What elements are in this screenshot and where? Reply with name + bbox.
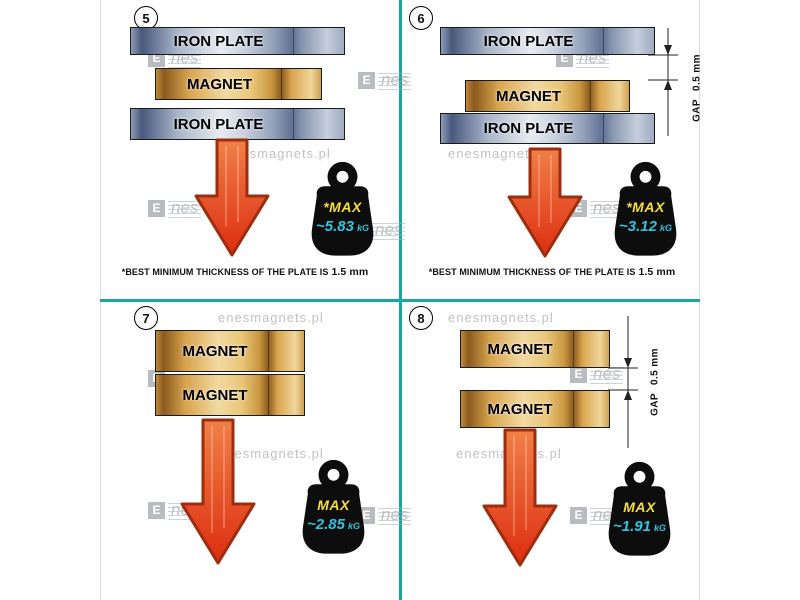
quadrant-5-number-label: 5 [142, 10, 150, 26]
enes-logo-nes: nes [378, 505, 412, 525]
q5-iron-plate-bottom-label: IRON PLATE [173, 115, 264, 133]
q5-footnote-text: *BEST MINIMUM THICKNESS OF THE PLATE IS [121, 267, 329, 277]
horizontal-divider [100, 299, 700, 302]
q6-max-label: *MAX [626, 198, 665, 215]
q6-magnet: MAGNET [465, 80, 630, 112]
q8-kettlebell-shape [608, 461, 671, 556]
enes-logo-nes: nes [168, 198, 202, 218]
q5-value: ~5.83 [316, 218, 354, 236]
enes-logo-nes: nes [378, 70, 412, 90]
q6-footnote-bold: 1.5 mm [638, 266, 676, 278]
watermark-text: enesmagnets.pl [448, 146, 554, 161]
q8-magnet-bottom-label: MAGNET [487, 400, 553, 418]
q5-unit: kG [356, 223, 369, 234]
watermark-text: enesmagnets.pl [218, 446, 324, 461]
q6-iron-plate-bottom-label: IRON PLATE [483, 120, 574, 137]
q7-pull-force-arrow [180, 418, 256, 565]
q6-gap-value: 0.5 mm [691, 54, 703, 91]
q5-footnote-bold: 1.5 mm [331, 266, 369, 278]
q5-magnet: MAGNET [155, 68, 322, 100]
q6-iron-plate-bottom: IRON PLATE [440, 113, 655, 144]
q5-iron-plate-bottom: IRON PLATE [130, 108, 345, 140]
q6-footnote-text: *BEST MINIMUM THICKNESS OF THE PLATE IS [428, 267, 636, 277]
q5-magnet-label: MAGNET [187, 75, 252, 93]
q6-pull-force-arrow [507, 147, 583, 258]
enes-logo-e: E [148, 501, 165, 519]
enes-logo-nes: nes [590, 198, 624, 218]
q6-unit: kG [659, 223, 672, 234]
q5-max-label: *MAX [323, 198, 362, 215]
quadrant-6-number: 6 [409, 6, 433, 30]
watermark-text: enesmagnets.pl [225, 146, 331, 161]
q8-unit: kG [653, 523, 666, 534]
watermark-text: enesmagnets.pl [448, 310, 554, 325]
q5-kettlebell-shape [311, 161, 374, 256]
q6-magnet-label: MAGNET [496, 87, 561, 105]
q8-magnet-bottom: MAGNET [460, 390, 610, 428]
q6-iron-plate-top: IRON PLATE [440, 27, 655, 55]
q7-value: ~2.85 [307, 516, 345, 534]
quadrant-7-number-label: 7 [142, 310, 150, 326]
q6-gap-dimension [648, 28, 678, 136]
q6-gap-text: GAP [691, 99, 703, 122]
enes-logo-e: E [148, 199, 165, 217]
enes-logo-nes: nes [590, 364, 624, 384]
q8-value: ~1.91 [613, 518, 651, 536]
q6-gap-label: GAP 0.5 mm [692, 54, 703, 122]
watermark-text: enesmagnets.pl [218, 310, 324, 325]
quadrant-8-number: 8 [409, 306, 433, 330]
q5-pull-force-arrow [194, 138, 270, 257]
q8-magnet-top: MAGNET [460, 330, 610, 368]
quadrant-8-number-label: 8 [417, 310, 425, 326]
q7-magnet-top: MAGNET [155, 330, 305, 372]
q7-max-label: MAX [317, 496, 350, 513]
q8-gap-label: GAP 0.5 mm [650, 348, 661, 416]
q8-gap-value: 0.5 mm [649, 348, 661, 385]
q6-iron-plate-top-label: IRON PLATE [483, 32, 574, 50]
q7-magnet-bottom-label: MAGNET [182, 386, 248, 404]
q6-kettlebell-shape [614, 161, 677, 256]
q7-kettlebell-shape [302, 459, 365, 554]
q8-max-label: MAX [623, 498, 656, 515]
q5-iron-plate-top: IRON PLATE [130, 27, 345, 55]
enes-logo-nes: nes [372, 220, 406, 240]
q7-magnet-bottom: MAGNET [155, 374, 305, 416]
q8-magnet-top-label: MAGNET [487, 340, 553, 358]
q5-iron-plate-top-label: IRON PLATE [173, 32, 264, 50]
q6-value: ~3.12 [619, 218, 657, 236]
q7-unit: kG [347, 521, 360, 532]
quadrant-6-number-label: 6 [417, 10, 425, 26]
q8-gap-text: GAP [649, 393, 661, 416]
enes-logo-e: E [570, 506, 587, 524]
q8-pull-force-arrow [482, 428, 558, 567]
q8-gap-dimension [608, 316, 638, 448]
q7-magnet-top-label: MAGNET [182, 342, 248, 360]
enes-logo-e: E [358, 71, 375, 89]
quadrant-7-number: 7 [134, 306, 158, 330]
enes-logo-e: E [570, 365, 587, 383]
